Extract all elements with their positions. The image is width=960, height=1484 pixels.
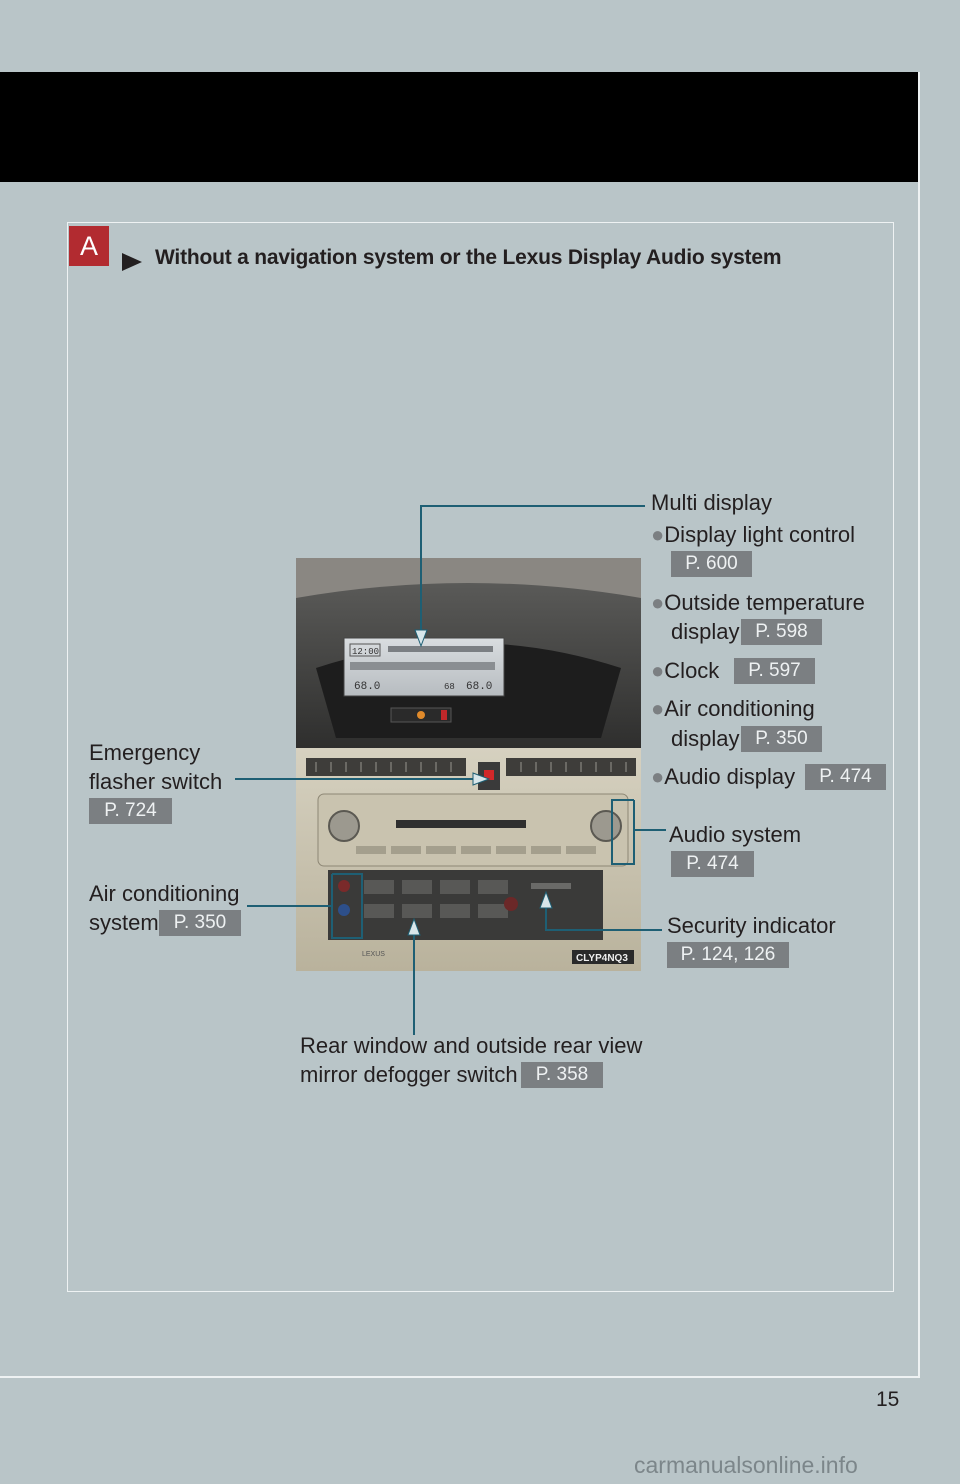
defogger-label: Rear window and outside rear view [300,1033,643,1058]
lcd-temp-right: 68.0 [466,681,492,693]
clock-label: Clock [664,658,720,683]
bullet-icon: ● [651,590,665,615]
ac-system-label-line2: system [89,910,159,935]
lcd-temp-left: 68.0 [354,681,380,693]
audio-display-item: ●Audio display [651,762,795,792]
ac-display-label-line2: display [671,726,740,751]
outside-temp-label-line2: display [671,619,740,644]
security-indicator-label: Security indicator [667,913,836,938]
lcd-outside-temp: 68 [444,682,455,692]
outside-temp-page-ref[interactable]: P. 598 [741,619,822,645]
security-indicator-page-ref[interactable]: P. 124, 126 [667,942,789,968]
emergency-flasher-page-ref[interactable]: P. 724 [89,798,172,824]
figure-frame [67,222,894,1292]
display-light-control-label: Display light control [664,522,856,547]
ac-display-page-ref[interactable]: P. 350 [741,726,822,752]
site-watermark: carmanualsonline.info [634,1452,858,1478]
clock-page-ref[interactable]: P. 597 [734,658,815,684]
clock-item: ●Clock [651,656,719,686]
multi-display-label: Multi display [651,490,773,515]
bullet-icon: ● [651,522,665,547]
display-light-control-item: ●Display light control [651,520,855,550]
header-band [0,72,920,182]
audio-system-label: Audio system [669,822,802,847]
bullet-icon: ● [651,658,665,683]
lcd-clock: 12:00 [352,647,379,657]
heading-arrow-icon [122,253,142,271]
page-number: 15 [876,1388,900,1411]
bullet-icon: ● [651,696,665,721]
defogger-label-line2: mirror defogger switch [300,1062,518,1087]
emergency-flasher-label: Emergency [89,740,201,765]
defogger-page-ref[interactable]: P. 358 [521,1062,603,1088]
outside-temp-item: ●Outside temperature [651,588,865,618]
footer-rule [0,1376,920,1378]
ac-system-page-ref[interactable]: P. 350 [159,910,241,936]
photo-code: CLYP4NQ3 [576,953,628,964]
bullet-icon: ● [651,764,665,789]
ac-display-label: Air conditioning [664,696,815,721]
audio-system-page-ref[interactable]: P. 474 [671,851,754,877]
outside-temp-label: Outside temperature [664,590,865,615]
photo-brand: LEXUS [362,951,385,958]
audio-display-label: Audio display [664,764,796,789]
page-edge-rule [918,72,920,1378]
display-light-control-page-ref[interactable]: P. 600 [671,551,752,577]
emergency-flasher-label-line2: flasher switch [89,769,223,794]
center-console-photo: 12:00 68.0 68 68.0 LEXUS [296,558,641,971]
figure-heading: Without a navigation system or the Lexus… [155,246,782,269]
ac-system-label: Air conditioning [89,881,240,906]
ac-display-item: ●Air conditioning [651,694,815,724]
audio-display-page-ref[interactable]: P. 474 [805,764,886,790]
section-tab: A [69,226,109,266]
